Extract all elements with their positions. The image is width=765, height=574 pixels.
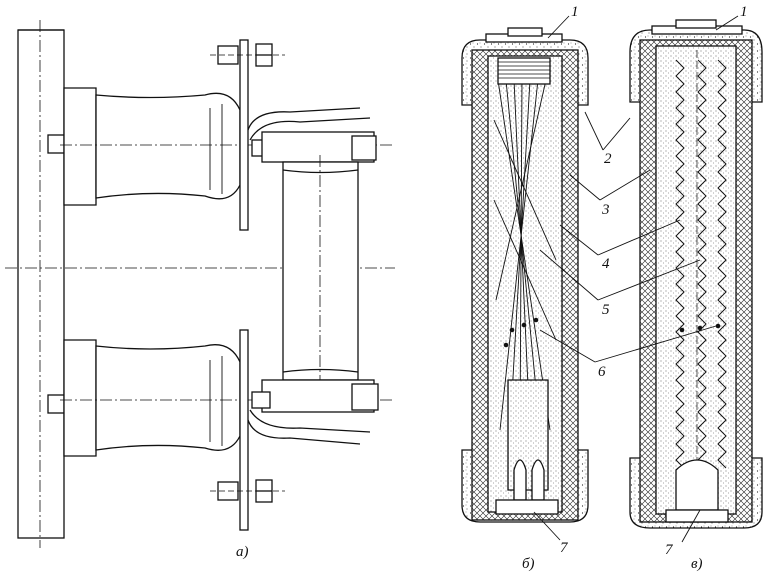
panel-a-drawing bbox=[5, 20, 395, 548]
callout-leaders bbox=[533, 15, 739, 543]
callout-1-v: 1 bbox=[740, 4, 748, 20]
caption-b: б) bbox=[522, 556, 535, 572]
caption-v: в) bbox=[691, 556, 703, 572]
callout-5: 5 bbox=[602, 302, 610, 318]
panel-v-drawing bbox=[629, 19, 763, 529]
caption-a: а) bbox=[236, 544, 249, 560]
callout-7-v: 7 bbox=[665, 542, 674, 558]
callout-6: 6 bbox=[598, 364, 606, 380]
callout-2: 2 bbox=[604, 151, 612, 167]
callout-1-b: 1 bbox=[571, 4, 579, 20]
panel-b-drawing bbox=[461, 27, 589, 523]
callout-7-b: 7 bbox=[560, 540, 569, 556]
callout-4: 4 bbox=[602, 256, 610, 272]
callout-3: 3 bbox=[601, 202, 610, 218]
